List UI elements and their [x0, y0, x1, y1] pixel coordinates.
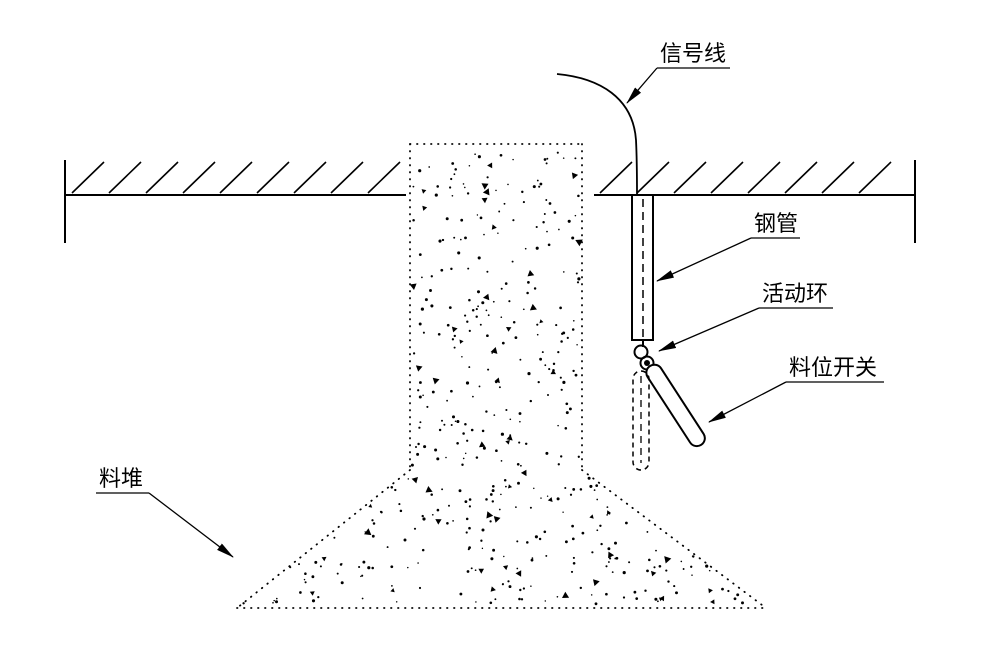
- signal-line-label: 信号线: [660, 41, 726, 66]
- level-switch-leader-arrow: [708, 381, 787, 423]
- material-pile-label: 料堆: [99, 466, 143, 491]
- ring-pivot-pin: [644, 360, 650, 366]
- steel-pipe-label: 钢管: [754, 211, 798, 236]
- leaders: [96, 67, 884, 558]
- steel-pipe-leader-arrow: [656, 237, 752, 282]
- material-pile-leader-arrow: [148, 492, 234, 558]
- labels: 信号线 钢管 活动环 料位开关 料堆: [99, 41, 877, 491]
- movable-ring-leader-arrow: [658, 307, 760, 352]
- signal-line-curve: [556, 73, 638, 196]
- material-outline: [236, 143, 767, 609]
- movable-ring-label: 活动环: [762, 281, 828, 306]
- pile-right-slope: [581, 469, 767, 609]
- level-switch-body: [645, 363, 706, 448]
- pile-left-slope: [236, 469, 411, 609]
- signal-line-leader-arrow: [626, 67, 658, 104]
- material-stipple: [242, 151, 744, 606]
- level-switch-label: 料位开关: [789, 355, 877, 380]
- hatch-marks: [71, 161, 892, 194]
- level-switch-phantom: [632, 370, 650, 471]
